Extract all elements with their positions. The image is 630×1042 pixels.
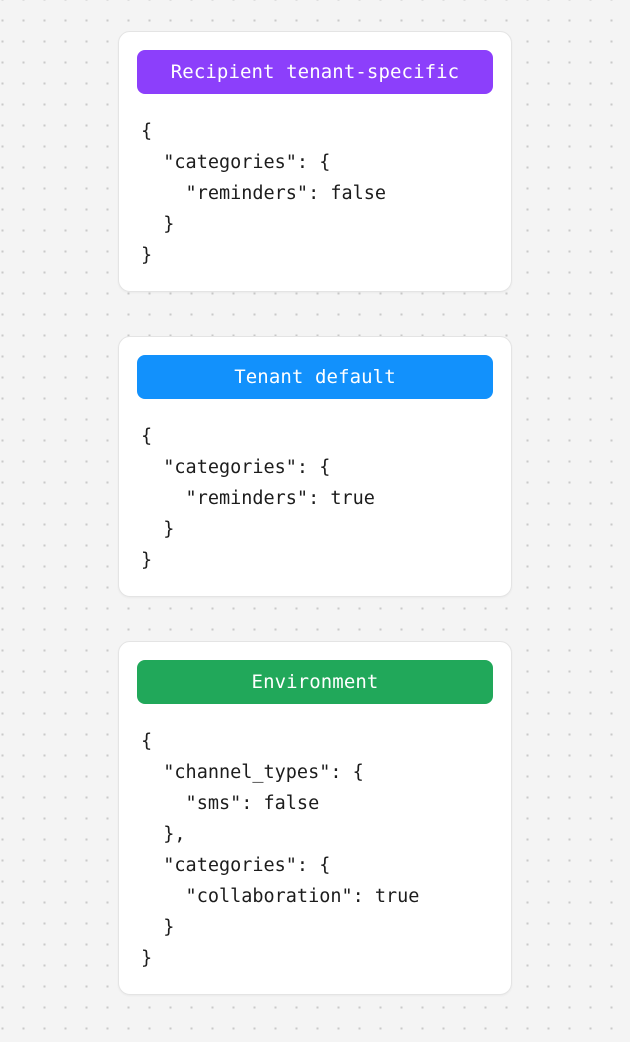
layer-badge-recipient-tenant-specific: Recipient tenant-specific xyxy=(137,50,493,94)
layer-card-tenant-default[interactable]: Tenant default { "categories": { "remind… xyxy=(118,336,512,597)
layer-json-environment: { "channel_types": { "sms": false }, "ca… xyxy=(141,731,420,969)
layer-json-recipient-tenant-specific: { "categories": { "reminders": false } } xyxy=(141,121,387,266)
layer-badge-tenant-default: Tenant default xyxy=(137,355,493,399)
layer-card-recipient-tenant-specific[interactable]: Recipient tenant-specific { "categories"… xyxy=(118,31,512,292)
layer-badge-environment: Environment xyxy=(137,660,493,704)
layer-json-tenant-default: { "categories": { "reminders": true } } xyxy=(141,426,375,571)
layer-card-environment[interactable]: Environment { "channel_types": { "sms": … xyxy=(118,641,512,995)
